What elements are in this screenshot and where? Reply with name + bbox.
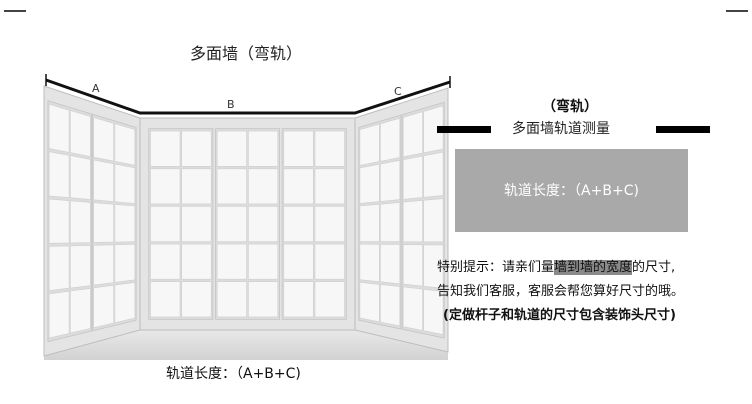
window-pane	[48, 151, 70, 198]
window-pane	[150, 243, 181, 280]
window-pane	[380, 244, 401, 285]
window-pane	[181, 168, 212, 205]
window-pane	[216, 130, 247, 167]
window-pane	[248, 206, 279, 242]
window-pane	[283, 243, 314, 280]
window-pane	[283, 281, 314, 318]
window-pane	[380, 159, 401, 202]
window-pane	[359, 163, 380, 204]
window-panel-right	[354, 87, 449, 353]
window-pane	[402, 200, 423, 243]
window-pane	[181, 281, 212, 318]
window-panel-center	[139, 117, 356, 331]
window-pane	[150, 130, 181, 167]
window-pane	[248, 243, 279, 280]
window-pane	[283, 168, 314, 205]
window-pane	[150, 281, 181, 318]
window-pane	[402, 244, 423, 287]
window-pane	[248, 168, 279, 205]
window-pane	[70, 288, 91, 334]
window-pane	[150, 168, 181, 205]
window-pane	[423, 244, 444, 289]
window-pane	[248, 130, 279, 167]
window-pane	[181, 130, 212, 167]
window-pane	[216, 206, 247, 242]
window-pane	[114, 123, 136, 166]
window-pane	[359, 281, 380, 323]
window-pane	[359, 203, 380, 242]
window-pane	[48, 245, 70, 292]
window-pane	[248, 281, 279, 318]
window-pane	[423, 105, 444, 154]
segment-label-a: A	[92, 82, 100, 95]
window-pane	[114, 243, 136, 283]
window-pane	[283, 130, 314, 167]
window-pane	[423, 288, 444, 335]
window-pane	[93, 202, 114, 243]
formula-box: 轨道长度：（A+B+C)	[455, 149, 688, 232]
corner-mark-right	[726, 10, 748, 12]
corner-mark-left	[4, 10, 26, 12]
window-pane	[93, 284, 114, 329]
window-pane	[48, 198, 70, 244]
window-pane	[402, 286, 423, 331]
window-pane	[402, 155, 423, 200]
note-highlight: 墙到墙的宽度	[554, 260, 633, 275]
window-pane	[216, 281, 247, 318]
window-pane	[314, 206, 345, 242]
rail-length-formula-label: 轨道长度：（A+B+C)	[166, 366, 301, 382]
formula-text: 轨道长度：（A+B+C)	[504, 183, 639, 199]
window-pane	[402, 111, 423, 158]
window-pane	[48, 290, 70, 339]
segment-label-c: C	[394, 85, 402, 98]
window-pane	[314, 130, 345, 167]
window-pane	[359, 243, 380, 283]
window-pane	[359, 123, 380, 166]
note-line-2: 告知我们客服，客服会帮您算好尺寸的哦。	[437, 284, 685, 299]
segment-label-b: B	[227, 98, 235, 111]
window-pane	[181, 243, 212, 280]
window-pane	[114, 163, 136, 204]
window-panel-left	[43, 85, 141, 357]
window-pane	[114, 282, 136, 324]
window-pane	[93, 244, 114, 286]
window-pane	[181, 206, 212, 242]
page-title: 多面墙（弯轨）	[190, 44, 303, 63]
window-pane	[423, 151, 444, 198]
window-pane	[150, 206, 181, 242]
window-pane	[93, 159, 114, 202]
window-pane	[380, 202, 401, 243]
window-pane	[93, 117, 114, 162]
window-pane	[48, 103, 70, 153]
window-pane	[380, 117, 401, 162]
note-line-3: (定做杆子和轨道的尺寸包含装饰头尺寸)	[443, 308, 676, 323]
heading-bar-right	[656, 126, 710, 133]
window-pane	[314, 243, 345, 280]
curved-rail	[45, 78, 451, 115]
window-pane	[380, 284, 401, 327]
window-pane	[314, 281, 345, 318]
window-pane	[314, 168, 345, 205]
heading-bar-left	[437, 126, 491, 133]
window-pane	[70, 155, 91, 200]
side-subheading: 多面墙轨道测量	[512, 121, 610, 137]
window-pane	[216, 168, 247, 205]
window-pane	[70, 245, 91, 289]
window-pane	[70, 110, 91, 157]
window-pane	[70, 200, 91, 244]
floor	[44, 330, 448, 360]
note-line-1-prefix: 特别提示：请亲们量	[437, 260, 555, 275]
window-pane	[423, 198, 444, 243]
side-heading: （弯轨）	[542, 99, 598, 115]
note-line-1: 特别提示：请亲们量墙到墙的宽度的尺寸,	[437, 256, 675, 275]
note-line-1-suffix: 的尺寸,	[632, 260, 676, 275]
window-pane	[216, 243, 247, 280]
window-pane	[283, 206, 314, 242]
window-pane	[114, 204, 136, 243]
